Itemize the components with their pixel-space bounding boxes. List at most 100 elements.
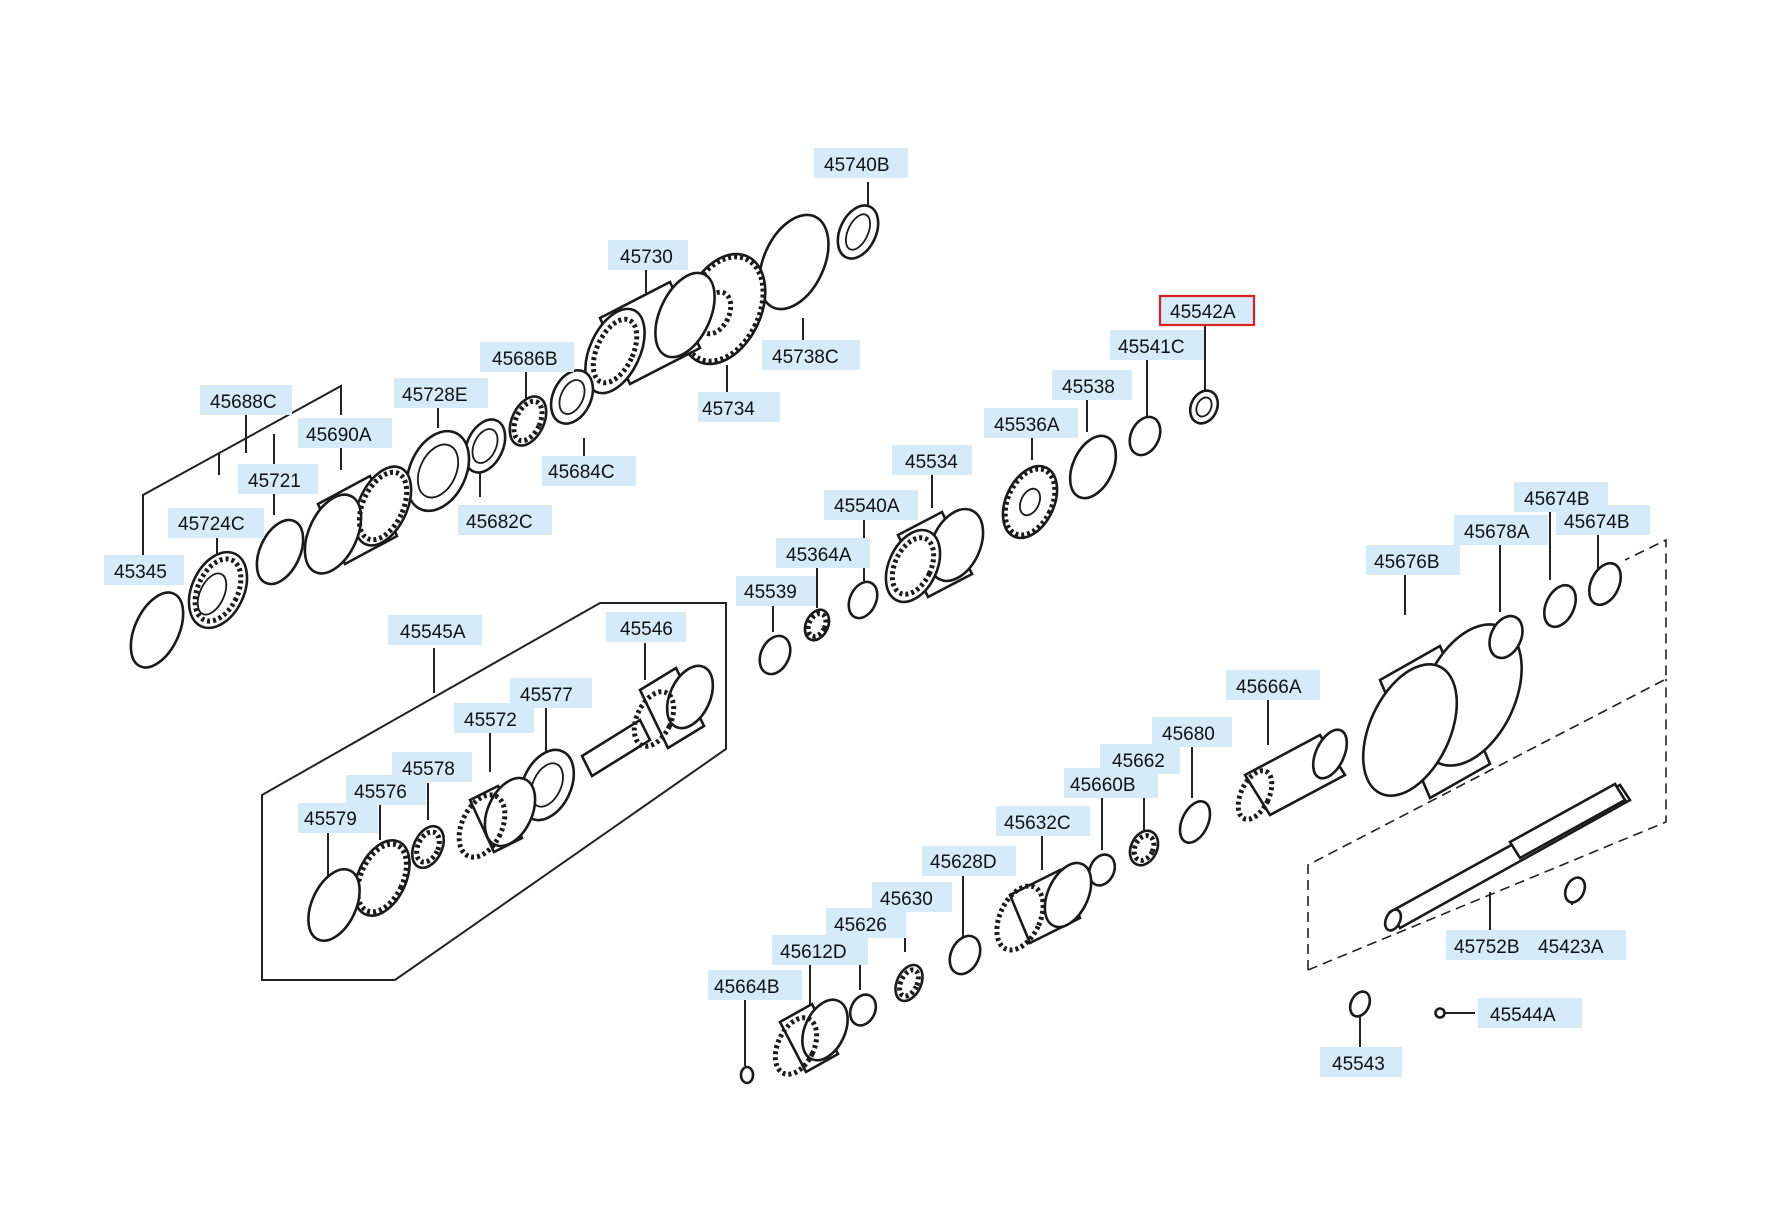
- label-text: 45752B: [1454, 937, 1520, 958]
- part-45752B: [1383, 782, 1632, 932]
- label-45690A[interactable]: 45690A: [298, 418, 392, 448]
- label-45664B[interactable]: 45664B: [708, 970, 802, 1000]
- part-45626: [848, 993, 878, 1027]
- label-text: 45660B: [1070, 775, 1136, 796]
- part-45538: [1068, 434, 1118, 500]
- label-45734[interactable]: 45734: [698, 392, 780, 422]
- label-text: 45542A: [1170, 302, 1236, 323]
- label-text: 45345: [114, 562, 167, 583]
- label-text: 45543: [1332, 1054, 1385, 1075]
- label-text: 45686B: [492, 349, 558, 370]
- label-text: 45576: [354, 782, 407, 803]
- label-45572[interactable]: 45572: [454, 703, 534, 733]
- label-45688C[interactable]: 45688C: [200, 385, 292, 415]
- part-45728E: [405, 429, 471, 513]
- label-text: 45674B: [1564, 512, 1630, 533]
- label-45540A[interactable]: 45540A: [824, 490, 918, 520]
- label-45680[interactable]: 45680: [1152, 717, 1232, 747]
- label-45626[interactable]: 45626: [826, 908, 906, 938]
- label-text: 45682C: [466, 512, 533, 533]
- label-text: 45632C: [1004, 813, 1071, 834]
- part-45541C: [1128, 415, 1162, 457]
- label-45577[interactable]: 45577: [510, 678, 592, 708]
- label-45630[interactable]: 45630: [872, 882, 952, 912]
- part-45674B-1: [1542, 583, 1578, 629]
- part-45540A: [847, 580, 879, 620]
- label-45676B[interactable]: 45676B: [1366, 545, 1460, 575]
- label-45545A[interactable]: 45545A: [388, 615, 482, 645]
- part-45674B-2: [1587, 561, 1623, 607]
- label-text: 45579: [304, 809, 357, 830]
- label-text: 45546: [620, 619, 673, 640]
- label-text: 45724C: [178, 514, 245, 535]
- label-45612D[interactable]: 45612D: [772, 935, 868, 965]
- label-text: 45578: [402, 759, 455, 780]
- label-text: 45730: [620, 247, 673, 268]
- label-45423A[interactable]: 45423A: [1530, 930, 1626, 960]
- label-45682C[interactable]: 45682C: [458, 505, 552, 535]
- label-45686B[interactable]: 45686B: [480, 342, 574, 372]
- label-45730[interactable]: 45730: [608, 240, 688, 270]
- highlight-box: [1158, 294, 1256, 327]
- label-45542A[interactable]: 45542A: [1158, 294, 1256, 327]
- label-text: 45738C: [772, 347, 839, 368]
- label-text: 45684C: [548, 462, 615, 483]
- label-45684C[interactable]: 45684C: [542, 456, 636, 486]
- label-text: 45539: [744, 582, 797, 603]
- group-outline-45545A: [261, 602, 727, 981]
- part-45660B: [1087, 853, 1117, 887]
- label-text: 45690A: [306, 425, 372, 446]
- part-45721: [255, 518, 305, 586]
- label-text: 45544A: [1490, 1005, 1556, 1026]
- label-45543[interactable]: 45543: [1320, 1047, 1402, 1077]
- part-45684C: [549, 369, 595, 425]
- label-text: 45721: [248, 471, 301, 492]
- label-45534[interactable]: 45534: [892, 445, 972, 475]
- label-45752B[interactable]: 45752B: [1446, 930, 1542, 960]
- label-text: 45688C: [210, 392, 277, 413]
- label-45544A[interactable]: 45544A: [1478, 998, 1582, 1028]
- label-45728E[interactable]: 45728E: [394, 378, 488, 408]
- part-45682C: [463, 418, 507, 474]
- part-45630: [894, 963, 924, 1003]
- label-45632C[interactable]: 45632C: [996, 806, 1090, 836]
- label-text: 45664B: [714, 977, 780, 998]
- label-text: 45734: [702, 399, 755, 420]
- label-45541C[interactable]: 45541C: [1110, 330, 1204, 360]
- label-45576[interactable]: 45576: [346, 775, 426, 805]
- label-45546[interactable]: 45546: [606, 612, 686, 642]
- label-45345[interactable]: 45345: [104, 555, 184, 585]
- part-45676B: [1361, 623, 1523, 800]
- part-45534: [884, 507, 985, 604]
- part-45544A: [1434, 1007, 1446, 1019]
- part-45364A: [803, 608, 831, 642]
- label-45738C[interactable]: 45738C: [762, 340, 860, 370]
- label-45678A[interactable]: 45678A: [1454, 515, 1548, 545]
- part-45546: [580, 664, 715, 778]
- label-text: 45628D: [930, 852, 997, 873]
- part-45740B: [836, 204, 880, 260]
- label-45721[interactable]: 45721: [238, 464, 318, 494]
- label-45538[interactable]: 45538: [1052, 370, 1132, 400]
- label-45539[interactable]: 45539: [736, 576, 816, 606]
- part-45690A: [303, 465, 413, 575]
- label-45740B[interactable]: 45740B: [814, 148, 908, 178]
- label-45724C[interactable]: 45724C: [168, 508, 264, 538]
- label-45364A[interactable]: 45364A: [776, 538, 870, 568]
- label-45628D[interactable]: 45628D: [922, 846, 1016, 876]
- label-text: 45545A: [400, 622, 466, 643]
- label-text: 45423A: [1538, 937, 1604, 958]
- label-45666A[interactable]: 45666A: [1226, 670, 1320, 700]
- label-text: 45678A: [1464, 522, 1530, 543]
- label-45674B-2[interactable]: 45674B: [1556, 505, 1650, 535]
- label-text: 45572: [464, 710, 517, 731]
- label-45536A[interactable]: 45536A: [984, 408, 1078, 438]
- part-45686B: [508, 395, 548, 447]
- part-45345: [129, 591, 185, 669]
- label-text: 45534: [905, 452, 958, 473]
- label-45579[interactable]: 45579: [298, 803, 378, 833]
- label-text: 45536A: [994, 415, 1060, 436]
- label-text: 45612D: [780, 942, 847, 963]
- part-45632C: [994, 861, 1093, 953]
- label-45660B[interactable]: 45660B: [1064, 768, 1158, 798]
